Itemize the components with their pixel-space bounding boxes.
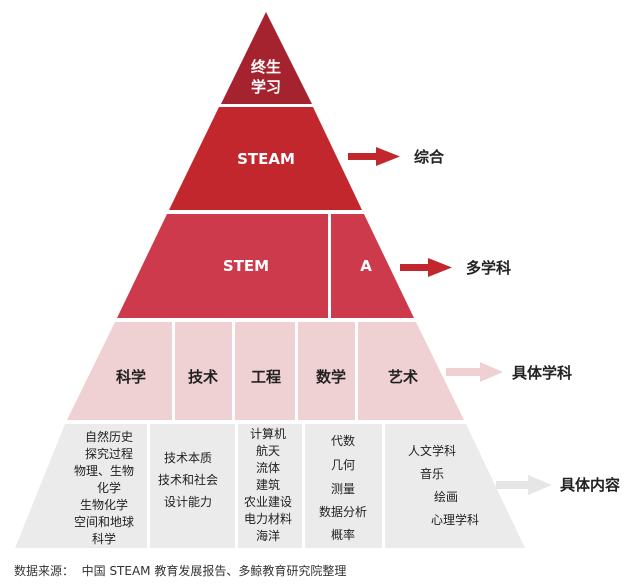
tier-stem-label: STEM [223,257,269,275]
content-item: 人文学科 [408,443,456,458]
content-item: 技术和社会 [158,472,218,487]
content-item: 概率 [331,527,355,542]
content-item: 生物化学 [80,497,128,512]
content-cell-arts [385,424,525,548]
content-cell-technology [150,424,235,548]
subject-cell-arts [358,322,464,420]
content-item: 代数 [331,433,355,448]
content-item: 设计能力 [164,495,212,509]
content-item: 科学 [92,531,116,546]
content-item: 物理、生物 [74,464,134,478]
subject-label: 艺术 [388,368,418,386]
content-item: 空间和地球 [74,515,134,529]
tier-lifelong-label-1: 终生 [251,58,281,76]
side-label-specific-content: 具体内容 [560,476,620,494]
subject-label: 科学 [116,368,146,386]
content-item: 绘画 [434,489,458,504]
tier-steam-label: STEAM [237,150,295,168]
content-item: 建筑 [256,477,280,492]
subject-cell-math [298,322,355,420]
arrow-icon [400,258,452,277]
tier-arts-a [331,214,414,318]
subject-cell-technology [175,322,232,420]
content-item: 测量 [331,482,355,496]
tier-stem [117,214,328,318]
content-item: 几何 [331,458,355,472]
content-item: 化学 [97,480,121,495]
content-item: 航天 [256,443,280,458]
content-item: 技术本质 [164,451,212,465]
tier-a-label: A [360,257,372,275]
subject-label: 工程 [251,368,281,386]
subject-cell-science [67,322,172,420]
content-item: 探究过程 [85,446,133,461]
content-item: 海洋 [256,528,280,543]
content-cell-science [15,424,147,548]
content-item: 音乐 [420,466,444,481]
arrow-icon [348,147,400,166]
subject-cell-engineering [235,322,295,420]
content-cell-engineering [238,424,302,548]
side-label-specific-subjects: 具体学科 [512,364,572,382]
content-item: 自然历史 [85,429,133,444]
content-item: 计算机 [250,426,286,441]
tier-lifelong-label-2: 学习 [251,78,281,96]
subject-label: 技术 [188,368,218,386]
content-item: 数据分析 [319,504,367,519]
content-cell-math [305,424,382,548]
arrow-icon [496,475,552,495]
content-item: 电力材料 [244,512,292,526]
side-label-multidisciplinary: 多学科 [466,259,511,277]
content-item: 流体 [256,461,280,475]
content-item: 心理学科 [431,512,479,527]
subject-label: 数学 [316,368,346,386]
content-item: 农业建设 [244,495,292,509]
tier-steam [169,107,362,210]
arrow-icon [446,362,503,382]
source-note: 数据来源： 中国 STEAM 教育发展报告、多鲸教育研究院整理 [14,563,346,578]
tier-lifelong-learning [221,12,312,104]
side-label-integrated: 综合 [414,148,445,166]
